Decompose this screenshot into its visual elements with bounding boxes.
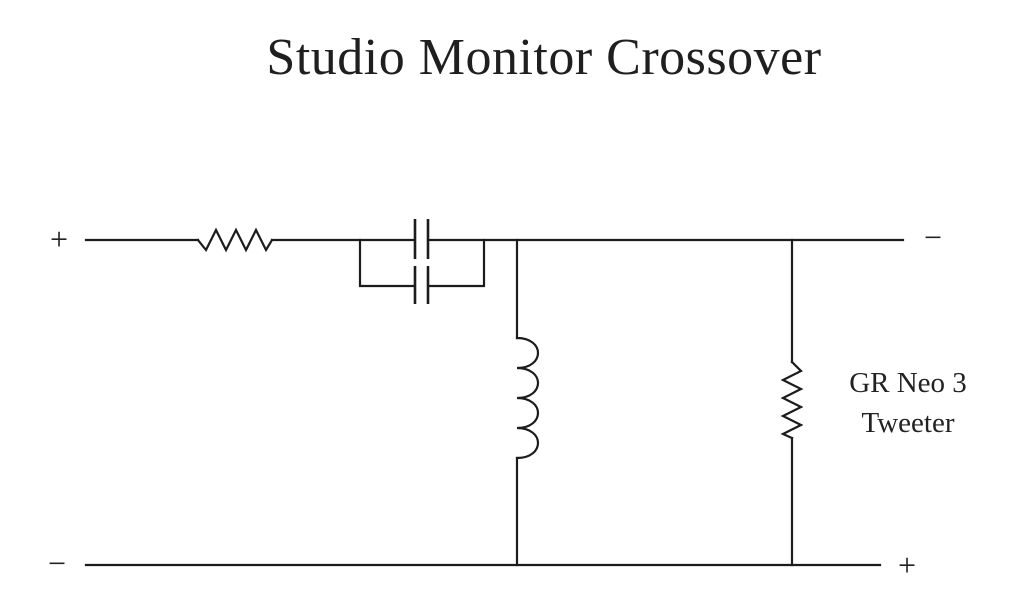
tweeter-label-line1: GR Neo 3 — [849, 367, 967, 399]
page-title: Studio Monitor Crossover — [266, 29, 822, 86]
output-negative-terminal: − — [924, 219, 942, 255]
input-negative-terminal: − — [48, 545, 66, 581]
output-positive-terminal: + — [898, 547, 916, 583]
tweeter-label-line2: Tweeter — [862, 407, 955, 439]
series-resistor — [196, 227, 274, 253]
tweeter-load-resistor — [780, 360, 804, 440]
parallel-cap-right-wire — [428, 238, 486, 288]
shunt-inductor — [515, 336, 540, 460]
input-positive-terminal: + — [50, 221, 68, 257]
parallel-cap-left-wire — [358, 238, 415, 288]
